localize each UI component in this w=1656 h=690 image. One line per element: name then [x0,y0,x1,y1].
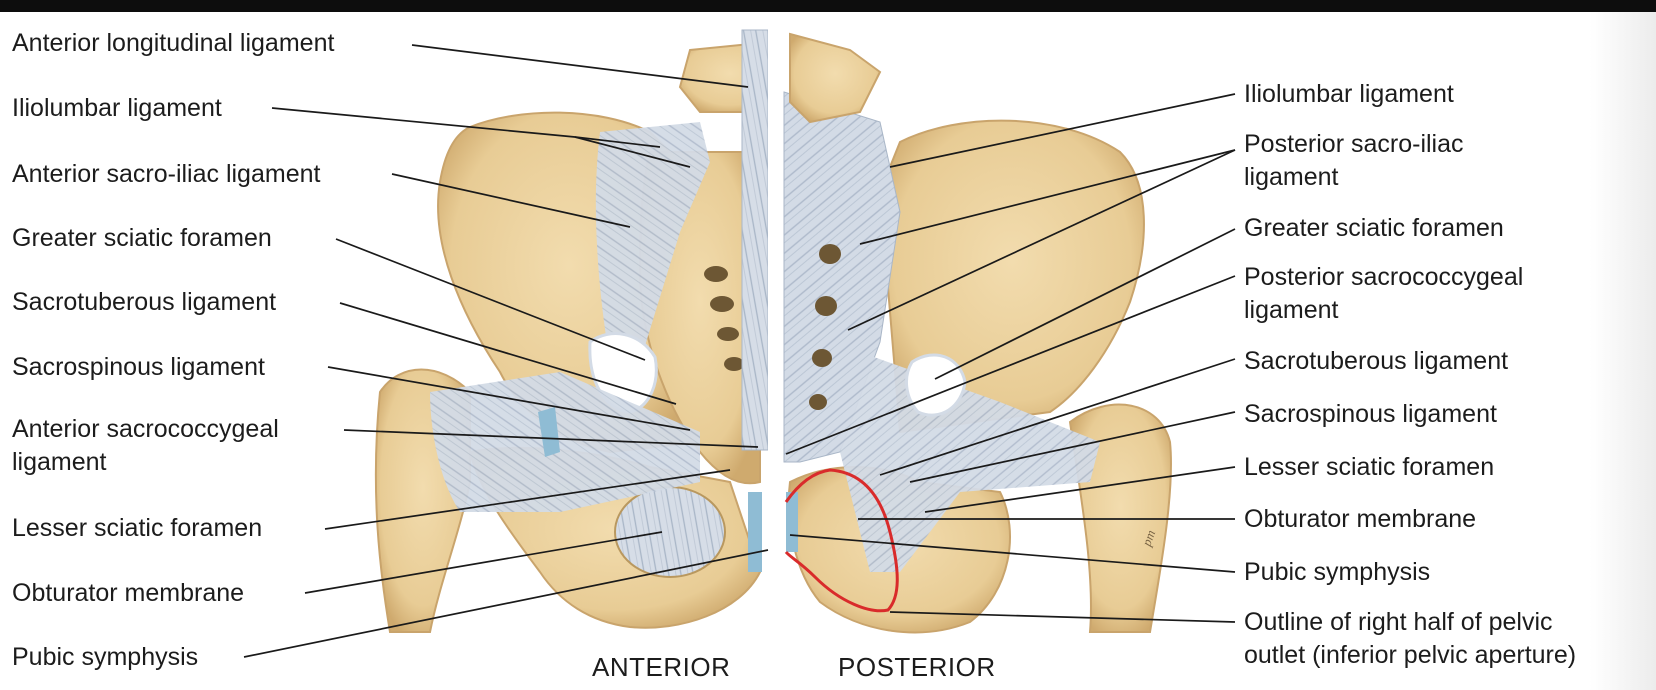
anterior-view [374,29,782,633]
label-greater-sciatic-foramen-right: Greater sciatic foramen [1244,214,1504,242]
posterior-ilium [878,119,1145,434]
label-pubic-symphysis-left: Pubic symphysis [12,643,199,671]
pelvis-illustration: pm [243,12,1236,690]
label-lesser-sciatic-foramen-left: Lesser sciatic foramen [12,514,263,542]
label-anterior-sacroiliac-ligament: Anterior sacro-iliac ligament [12,160,321,188]
posterior-lumbar-vertebra [789,32,882,124]
label-obturator-membrane-right: Obturator membrane [1244,505,1477,533]
label-iliolumbar-ligament-right: Iliolumbar ligament [1244,80,1454,108]
anterior-symphysis-cartilage [748,492,762,572]
artist-signature: pm [1138,528,1158,549]
anterior-sacroiliac-ligament [595,122,710,362]
label-lesser-sciatic-foramen-right: Lesser sciatic foramen [1244,453,1495,481]
anterior-cartilage [538,407,560,457]
anterior-obturator-membrane [614,486,726,578]
label-pubic-symphysis-right: Pubic symphysis [1244,558,1431,586]
label-anterior-longitudinal-ligament: Anterior longitudinal ligament [12,29,335,57]
leader-lines [243,44,1236,658]
anterior-sacrotuberous-ligament [430,372,700,512]
posterior-view: pm [783,32,1172,634]
label-sacrotuberous-ligament-left: Sacrotuberous ligament [12,288,277,316]
caption-posterior: POSTERIOR [838,652,996,682]
pelvic-outlet-outline [784,468,899,613]
posterior-symphysis-cartilage [786,492,798,552]
label-posterior-sacrococcygeal-ligament: Posterior sacrococcygeal ligament [1244,263,1524,324]
label-sacrospinous-ligament-left: Sacrospinous ligament [12,353,265,381]
view-divider [768,12,784,690]
label-sacrotuberous-ligament-right: Sacrotuberous ligament [1244,347,1509,375]
posterior-sacral-foramina [809,244,841,410]
label-iliolumbar-ligament-left: Iliolumbar ligament [12,94,222,122]
label-greater-sciatic-foramen-left: Greater sciatic foramen [12,224,272,252]
label-sacrospinous-ligament-right: Sacrospinous ligament [1244,400,1497,428]
caption-anterior: ANTERIOR [592,652,731,682]
pelvic-ligaments-figure: pm [0,12,1656,690]
label-anterior-sacrococcygeal-ligament: Anterior sacrococcygeal ligament [12,415,279,476]
anterior-sacral-foramina [704,266,744,371]
label-posterior-sacroiliac-ligament: Posterior sacro-iliac ligament [1244,130,1464,191]
label-pelvic-outlet-outline: Outline of right half of pelvic outlet (… [1244,608,1577,669]
label-obturator-membrane-left: Obturator membrane [12,579,245,607]
anterior-longitudinal-ligament [741,29,769,451]
